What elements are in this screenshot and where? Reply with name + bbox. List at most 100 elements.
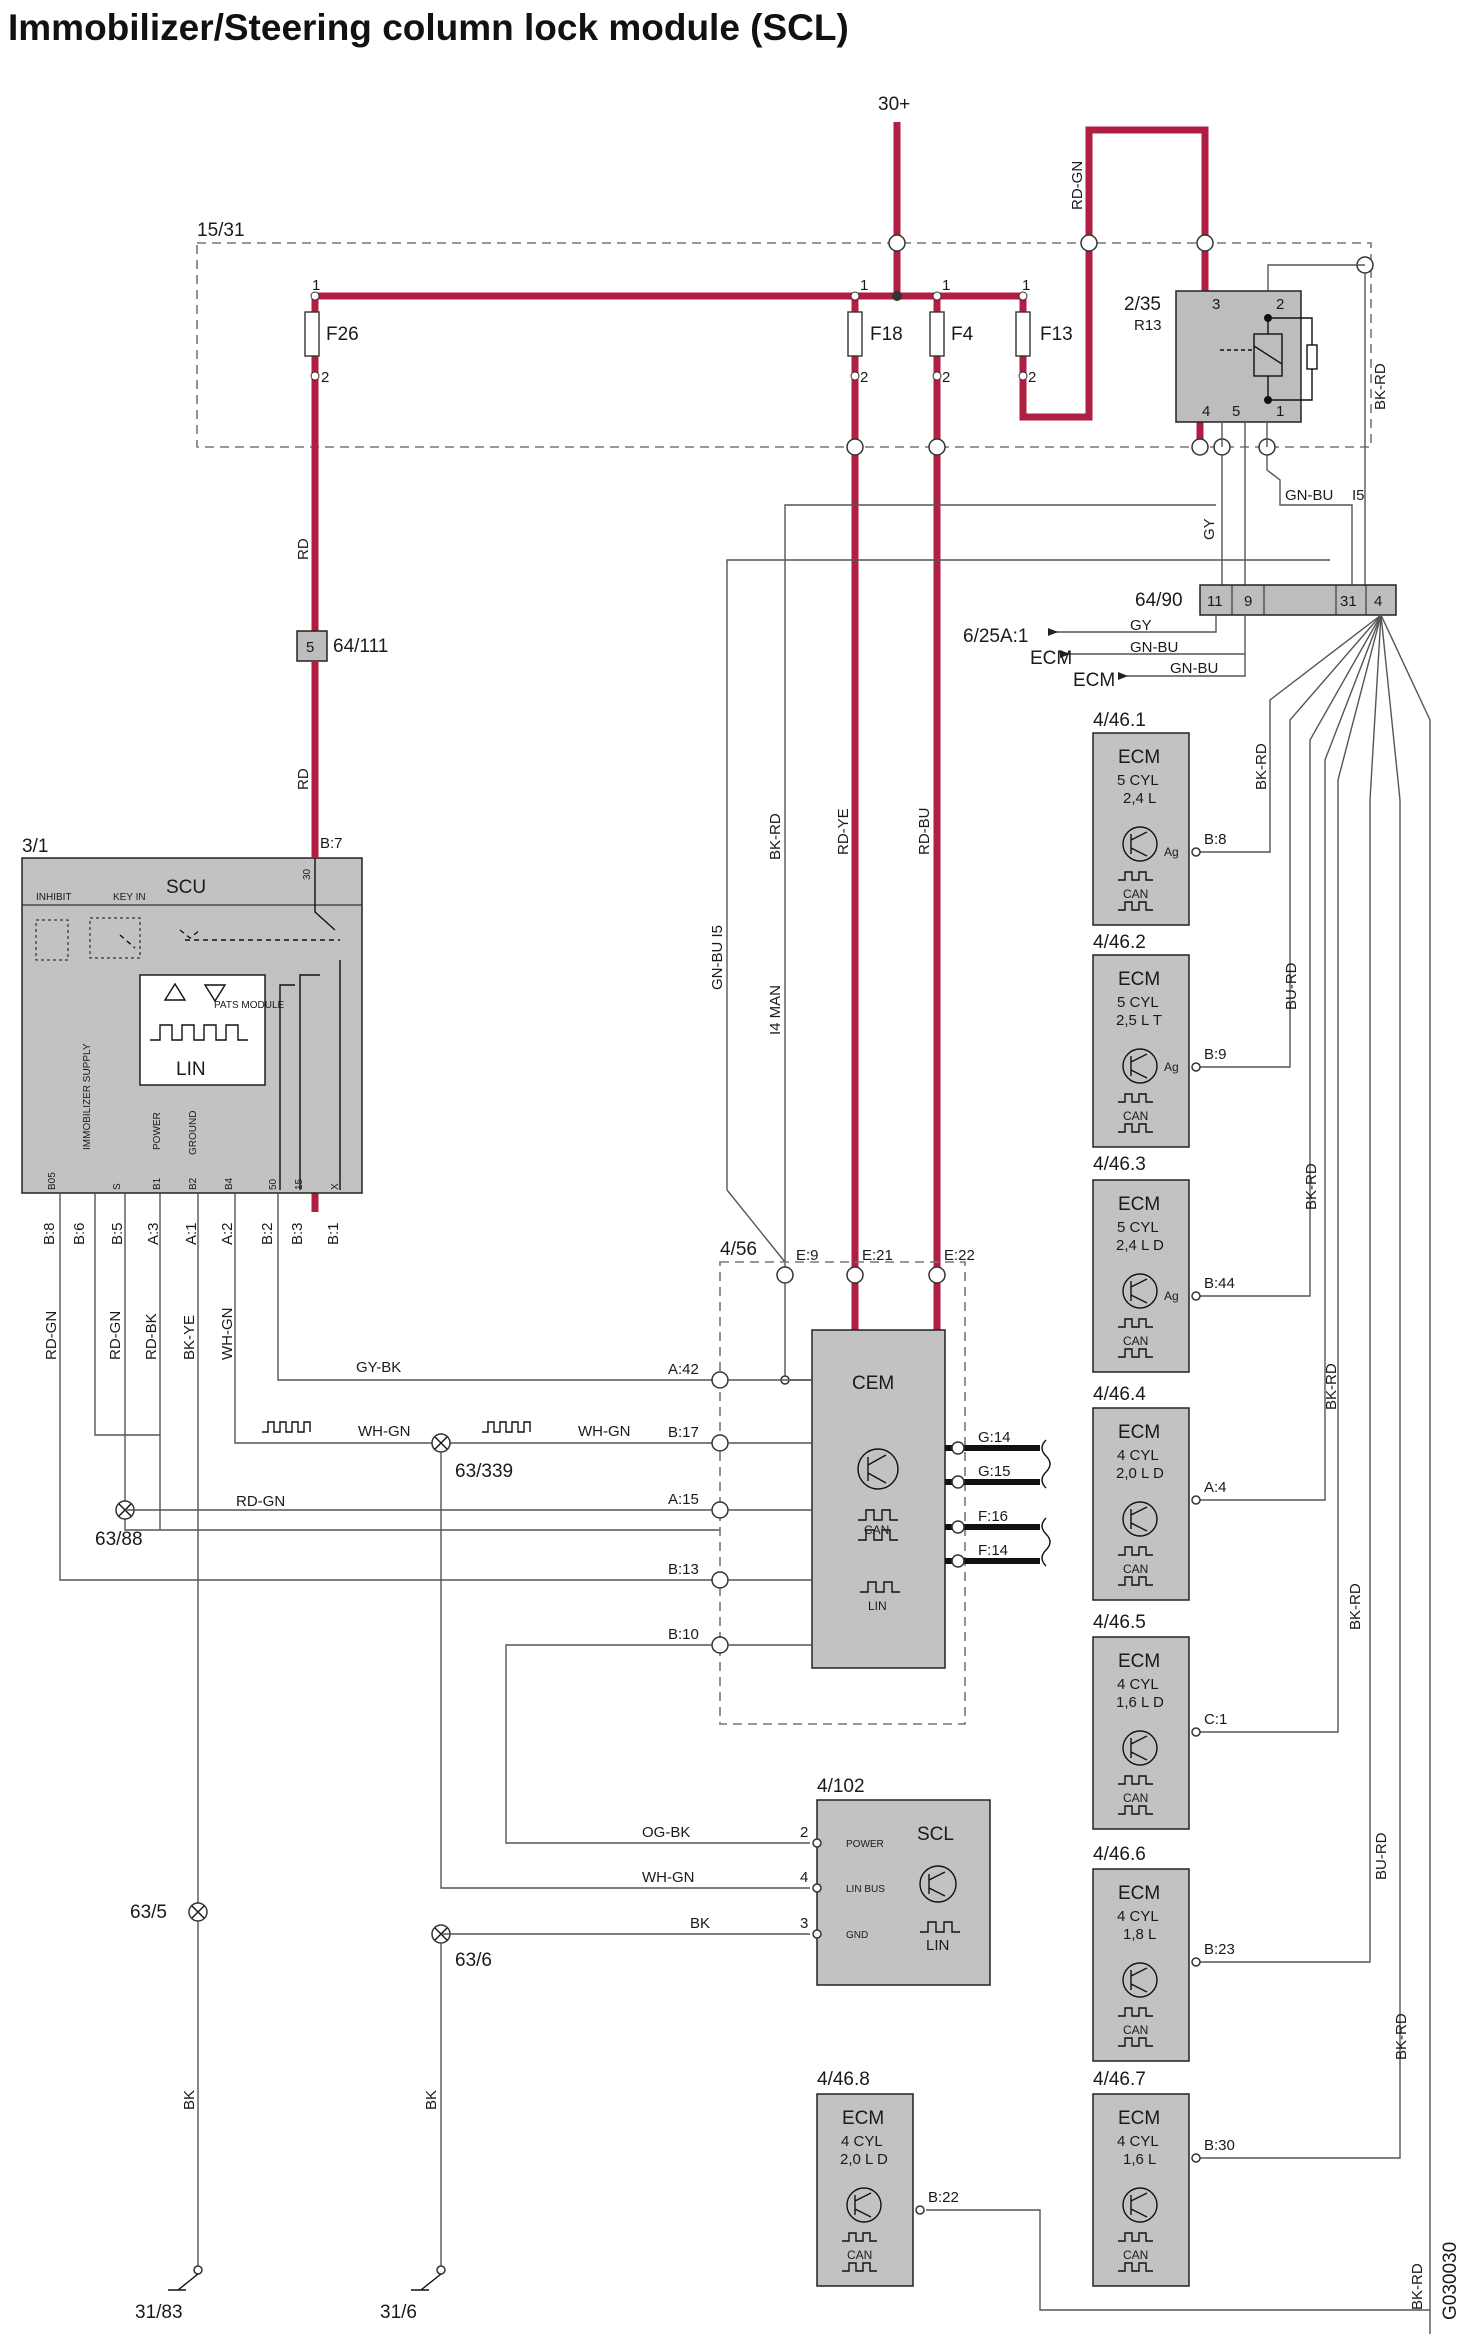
connector-64-111	[296, 630, 328, 662]
ecm-4-46-6: 4/46.6 ECM 4 CYL 1,8 L CAN B:23	[1092, 1844, 1235, 2062]
svg-text:3: 3	[1212, 296, 1220, 313]
svg-text:CAN: CAN	[1123, 1334, 1148, 1348]
svg-text:63/5: 63/5	[130, 1902, 167, 1923]
svg-text:RD-GN: RD-GN	[43, 1311, 60, 1360]
svg-text:A:15: A:15	[668, 1491, 699, 1508]
svg-text:BK-RD: BK-RD	[1347, 1583, 1364, 1630]
svg-text:4/46.4: 4/46.4	[1093, 1384, 1146, 1405]
wire-gnbu-i5	[1266, 455, 1353, 590]
svg-text:WH-GN: WH-GN	[578, 1423, 631, 1440]
connector-64-90-label: 64/90	[1135, 590, 1183, 611]
svg-text:5: 5	[306, 639, 314, 656]
svg-text:2,0 L D: 2,0 L D	[840, 2151, 888, 2168]
svg-text:4/46.1: 4/46.1	[1093, 710, 1146, 731]
svg-text:31: 31	[1340, 593, 1357, 610]
wire-rdgn-a15	[124, 1193, 720, 1531]
svg-text:1: 1	[1022, 277, 1030, 294]
cem-left-pins: A:42 B:17 A:15 B:13 B:10	[668, 1361, 812, 1654]
svg-text:IMMOBILIZER SUPPLY: IMMOBILIZER SUPPLY	[82, 1043, 93, 1150]
wire-label-gy: GY	[1201, 518, 1218, 540]
svg-text:GN-BU: GN-BU	[1170, 660, 1218, 677]
svg-text:I5: I5	[1352, 487, 1365, 504]
svg-text:63/88: 63/88	[95, 1529, 143, 1550]
wire-f13-rdgn	[1019, 126, 1209, 421]
svg-text:9: 9	[1244, 593, 1252, 610]
svg-text:2: 2	[942, 369, 950, 386]
svg-text:5: 5	[1232, 403, 1240, 420]
wire-ogbk	[505, 1644, 810, 1844]
svg-text:4 CYL: 4 CYL	[1117, 1908, 1159, 1925]
svg-text:GY: GY	[1130, 617, 1152, 634]
svg-text:B:8: B:8	[1204, 831, 1227, 848]
svg-text:2,5 L T: 2,5 L T	[1116, 1012, 1162, 1029]
svg-text:ECM: ECM	[1118, 1194, 1160, 1215]
svg-text:1: 1	[1276, 403, 1284, 420]
svg-text:A:4: A:4	[1204, 1479, 1227, 1496]
svg-text:POWER: POWER	[152, 1112, 163, 1150]
svg-text:1,6 L: 1,6 L	[1123, 2151, 1156, 2168]
svg-text:BK: BK	[690, 1915, 710, 1932]
svg-text:1,6 L D: 1,6 L D	[1116, 1694, 1164, 1711]
svg-text:A:1: A:1	[183, 1222, 200, 1245]
relay-r13: 2/35 R13 3 2 4 5 1	[1124, 290, 1318, 423]
scl-module: 4/102 SCL POWER LIN BUS GND LIN 2 4 3	[800, 1776, 991, 1986]
svg-text:CAN: CAN	[864, 1523, 889, 1537]
wire-whgn-b17	[234, 1193, 720, 1444]
svg-text:2: 2	[800, 1824, 808, 1841]
svg-text:2,4 L: 2,4 L	[1123, 790, 1156, 807]
fuse-f4-label: F4	[951, 324, 974, 345]
svg-text:B1: B1	[152, 1177, 163, 1190]
transistor-icon	[857, 1448, 899, 1490]
svg-text:LIN: LIN	[176, 1059, 206, 1080]
svg-text:1: 1	[860, 277, 868, 294]
ground-31-6: 31/6	[380, 2265, 446, 2323]
svg-text:30: 30	[302, 868, 313, 880]
svg-text:3: 3	[800, 1915, 808, 1932]
svg-text:BU-RD: BU-RD	[1283, 962, 1300, 1010]
ecm-4-46-7: 4/46.7 ECM 4 CYL 1,6 L CAN B:30	[1092, 2069, 1235, 2287]
relay-name: R13	[1134, 317, 1162, 334]
svg-text:Ag: Ag	[1164, 1060, 1179, 1074]
svg-text:5 CYL: 5 CYL	[1117, 994, 1159, 1011]
svg-text:1: 1	[312, 277, 320, 294]
splice-63-88: 63/88	[95, 1500, 143, 1550]
svg-text:CAN: CAN	[1123, 1562, 1148, 1576]
supply-label: 30+	[878, 94, 910, 115]
splice-63-339: 63/339	[431, 1433, 513, 1482]
svg-text:4: 4	[800, 1869, 808, 1886]
scu-pin-labels: B:8 B:6 B:5 A:3 A:1 A:2 B:2 B:3 B:1	[41, 1222, 342, 1245]
fuse-f13-label: F13	[1040, 324, 1073, 345]
ecm-4-46-2: 4/46.2 ECM 5 CYL 2,5 L T CAN Ag B:9	[1092, 932, 1227, 1148]
doc-code: G030030	[1440, 2242, 1461, 2320]
ground-31-83: 31/83	[135, 2265, 203, 2323]
svg-text:4/46.3: 4/46.3	[1093, 1154, 1146, 1175]
svg-text:B:13: B:13	[668, 1561, 699, 1578]
svg-text:11: 11	[1207, 593, 1223, 610]
svg-text:2: 2	[321, 369, 329, 386]
connector-64-111-label: 64/111	[333, 636, 388, 657]
key-in-switch-icon	[89, 917, 141, 959]
svg-text:B:23: B:23	[1204, 1941, 1235, 1958]
ref-6-25a1: 6/25A:1	[963, 626, 1029, 647]
svg-text:5 CYL: 5 CYL	[1117, 772, 1159, 789]
fuse-f18: 1 2 F18	[847, 277, 903, 386]
fuse-f4: 1 2 F4	[929, 277, 974, 386]
svg-text:LIN BUS: LIN BUS	[846, 1884, 885, 1895]
svg-text:ECM: ECM	[1118, 1651, 1160, 1672]
svg-text:GN-BU: GN-BU	[1285, 487, 1333, 504]
ref-ecm-2: ECM	[1073, 670, 1115, 691]
svg-text:B4: B4	[224, 1177, 235, 1190]
wire-gnbu-e9	[726, 559, 1330, 1263]
svg-text:B:22: B:22	[928, 2189, 959, 2206]
svg-text:4: 4	[1202, 403, 1210, 420]
svg-text:GN-BU I5: GN-BU I5	[709, 925, 726, 990]
svg-text:I4 MAN: I4 MAN	[767, 985, 784, 1035]
svg-text:WH-GN: WH-GN	[358, 1423, 411, 1440]
relay-id: 2/35	[1124, 294, 1161, 315]
svg-text:WH-GN: WH-GN	[642, 1869, 695, 1886]
svg-text:B:10: B:10	[668, 1626, 699, 1643]
wire-label-bkrd-top: BK-RD	[1372, 363, 1389, 410]
svg-text:1: 1	[942, 277, 950, 294]
svg-text:31/83: 31/83	[135, 2302, 183, 2323]
svg-text:B05: B05	[47, 1172, 58, 1190]
